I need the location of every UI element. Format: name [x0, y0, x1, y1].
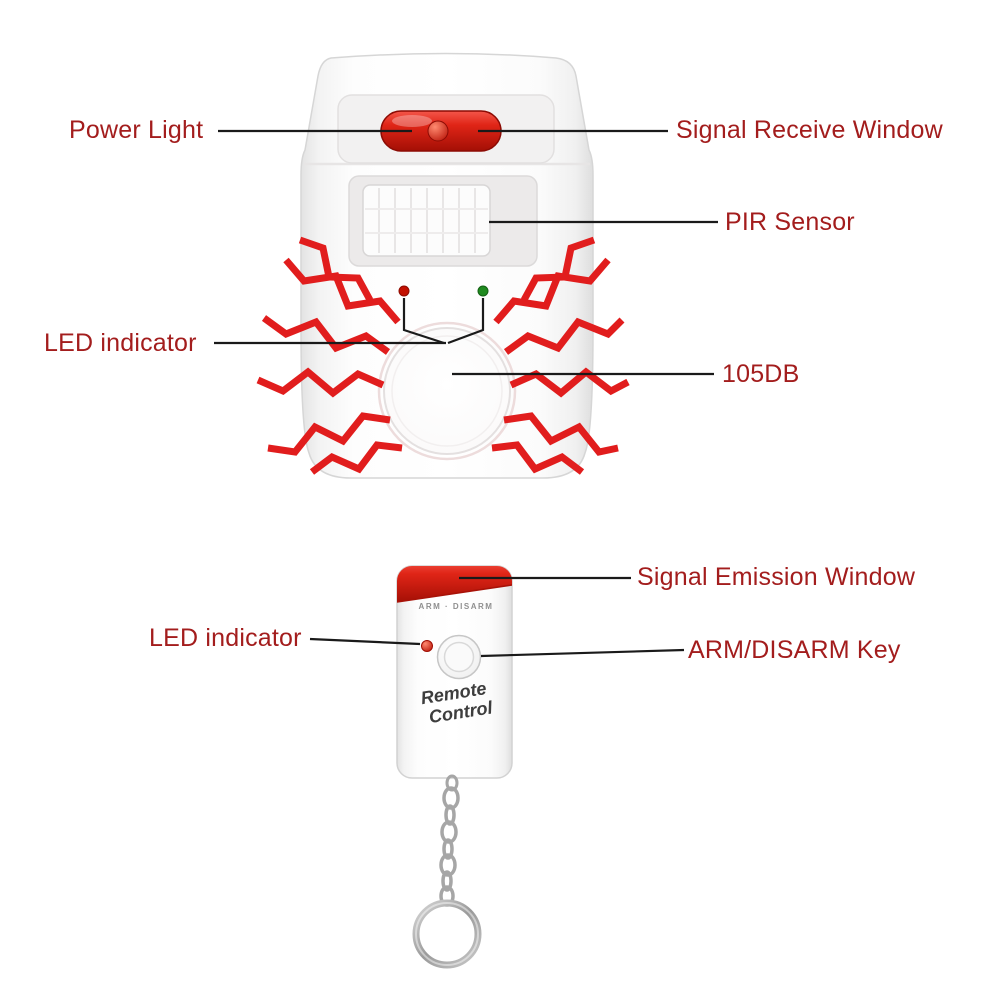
sound-wave-bolts [256, 236, 630, 475]
label-arm-disarm-key: ARM/DISARM Key [688, 636, 901, 664]
leader-arm-disarm-key [480, 648, 685, 658]
label-pir-sensor: PIR Sensor [725, 208, 855, 236]
chain-link [442, 838, 454, 860]
sound-bolt [520, 236, 596, 302]
arm-disarm-button-cap [443, 641, 475, 673]
remote-control-device: ARM · DISARM Remote Control [396, 565, 513, 779]
sound-bolt [267, 412, 391, 456]
sound-bolt [298, 236, 374, 302]
pir-lens-facets [365, 188, 488, 253]
chain-link [439, 853, 457, 877]
remote-led [421, 640, 433, 652]
sound-bolt [256, 367, 385, 398]
speaker-grille [377, 321, 517, 461]
chain-link [444, 804, 456, 826]
label-signal-emission-window: Signal Emission Window [637, 563, 916, 591]
label-led-indicator-alarm: LED indicator [44, 329, 197, 357]
key-ring-highlight [415, 902, 479, 966]
leader-led-green [447, 298, 485, 345]
power-light-lens [427, 120, 449, 142]
sound-bolt [309, 441, 403, 475]
sound-bolt [283, 257, 401, 325]
top-red-lens [380, 110, 502, 152]
leader-lines [214, 129, 718, 658]
sound-bolt [491, 441, 585, 475]
sound-bolt [503, 412, 619, 456]
keychain [412, 774, 482, 969]
chain-link [445, 774, 459, 792]
signal-emission-window-lens [397, 566, 512, 603]
label-signal-receive-window: Signal Receive Window [676, 116, 943, 144]
leader-led-red [402, 298, 445, 345]
alarm-led-green [477, 285, 489, 297]
sound-bolt [493, 257, 611, 325]
alarm-device [300, 52, 594, 479]
sound-bolt [261, 315, 391, 355]
sound-bolt [503, 317, 625, 355]
remote-arm-disarm-print: ARM · DISARM [419, 602, 494, 611]
chain-link [441, 870, 453, 892]
leader-remote-led [309, 637, 421, 646]
lens-highlight [392, 115, 432, 127]
pir-sensor-assembly [348, 175, 538, 267]
emission-window-edge [397, 584, 512, 603]
label-power-light: Power Light [69, 116, 204, 144]
sound-bolt [509, 367, 630, 398]
label-105db: 105DB [722, 360, 800, 388]
alarm-led-red [398, 285, 410, 297]
key-ring [412, 899, 482, 969]
label-led-indicator-remote: LED indicator [149, 624, 302, 652]
